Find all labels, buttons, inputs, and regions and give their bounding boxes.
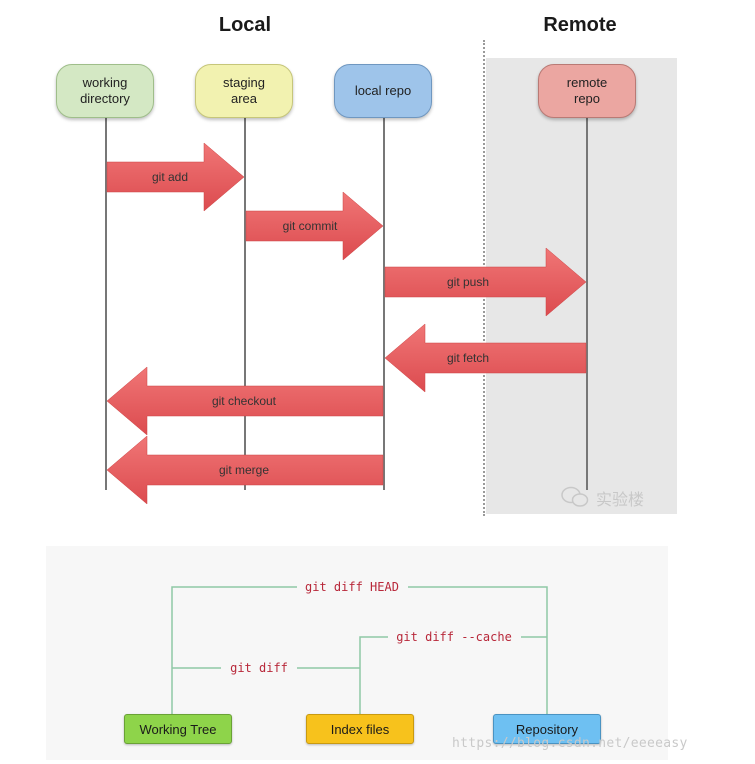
git-push-label: git push [447,275,489,289]
working-tree-box: Working Tree [124,714,232,744]
diff-cache-label: git diff --cache [396,630,512,644]
diff-plain-label: git diff [230,661,288,675]
wechat-icon [561,486,589,507]
diff-head-line-right [408,586,548,714]
diff-head-line-left [171,586,297,714]
git-commit-arrow [245,191,384,261]
git-add-arrow [106,142,245,212]
remote-repo-lifeline [586,118,588,490]
git-checkout-label: git checkout [212,394,277,408]
command-arrows: git add git commit git push git fetch gi… [106,142,587,505]
source-url-watermark: https://blog.csdn.net/eeeeasy [452,736,688,751]
git-commit-label: git commit [283,219,338,233]
staging-area-lifeline [244,118,246,490]
remote-repo-node: remote repo [538,64,636,118]
staging-area-node: staging area [195,64,293,118]
repository-box: Repository [493,714,601,744]
git-merge-arrow [106,435,384,505]
git-push-arrow [384,247,587,317]
git-checkout-arrow [106,366,384,436]
git-merge-label: git merge [219,463,269,477]
local-repo-lifeline [383,118,385,490]
diff-cache-line-left [359,636,388,714]
git-add-label: git add [152,170,188,184]
working-directory-node: working directory [56,64,154,118]
git-fetch-arrow [384,323,587,393]
index-files-box: Index files [306,714,414,744]
remote-title: Remote [543,14,617,36]
diff-head-label: git diff HEAD [305,580,399,594]
local-repo-node: local repo [334,64,432,118]
working-directory-lifeline [105,118,107,490]
git-fetch-label: git fetch [447,351,489,365]
watermark-text: 实验楼 [596,490,645,509]
local-title: Local [218,14,272,36]
